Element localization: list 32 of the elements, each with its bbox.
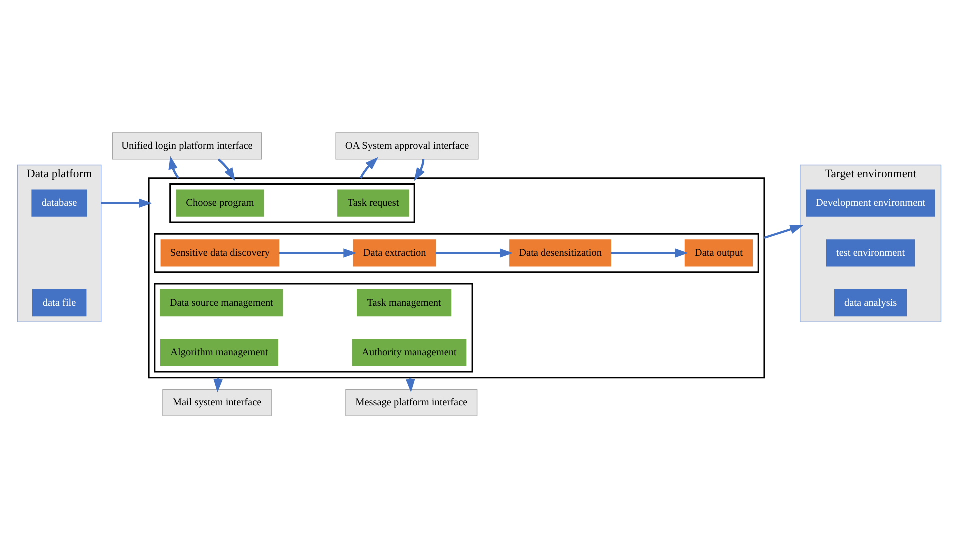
node-box: Development environment: [806, 189, 936, 216]
node-box: Message platform interface: [346, 388, 478, 416]
cluster: [148, 177, 766, 378]
node-box: Choose program: [176, 189, 264, 216]
node-box: Task request: [338, 189, 410, 216]
node-box: Authority management: [352, 338, 467, 366]
arrow: [101, 198, 152, 208]
node-box: Data output: [684, 239, 754, 266]
arrow: [218, 158, 236, 181]
arrow: [168, 156, 180, 179]
node-box: OA System approval interface: [336, 132, 479, 160]
node-box: data analysis: [834, 289, 908, 316]
cluster: [154, 232, 760, 273]
arrow: [414, 158, 426, 181]
node-box: Task management: [357, 289, 452, 316]
arrow: [436, 248, 514, 258]
cluster: [170, 183, 416, 223]
node-box: test environment: [826, 239, 916, 266]
node-box: Sensitive data discovery: [160, 239, 280, 266]
node-box: Data source management: [160, 289, 284, 316]
node-box: database: [32, 189, 88, 216]
node-box: Data extraction: [353, 239, 436, 266]
node-box: data file: [32, 289, 87, 316]
cluster: [154, 282, 474, 372]
node-box: Unified login platform interface: [112, 132, 262, 160]
arrow: [611, 248, 688, 258]
arrow: [280, 248, 357, 258]
node-box: Data desensitization: [510, 239, 612, 266]
arrow: [360, 156, 379, 178]
node-box: Algorithm management: [160, 338, 279, 366]
node-box: Mail system interface: [162, 388, 272, 416]
arrow: [764, 224, 804, 239]
